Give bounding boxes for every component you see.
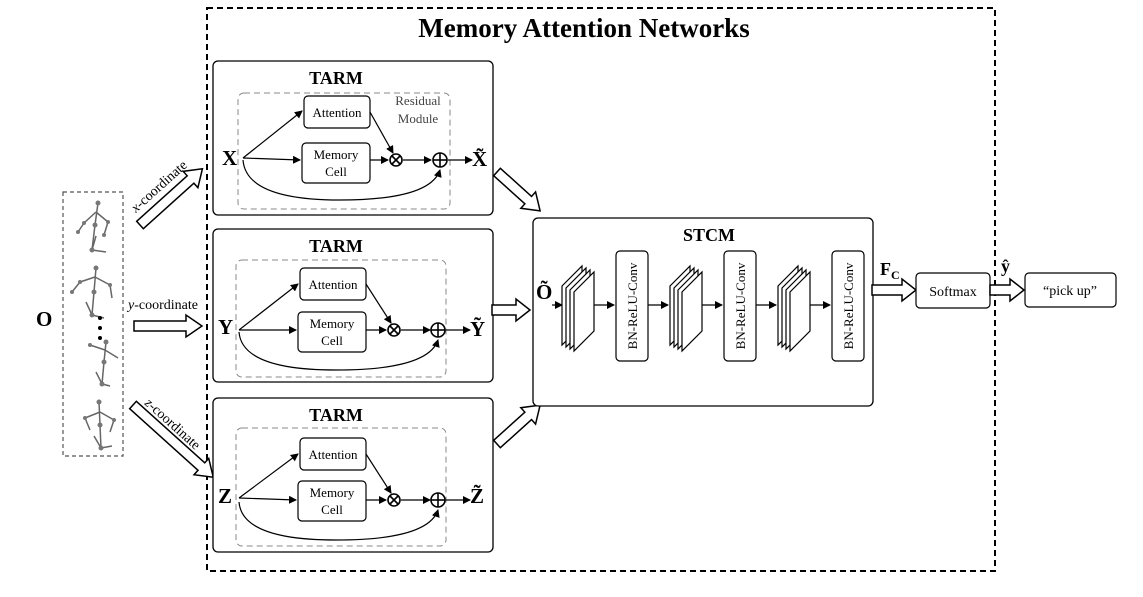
stcm-module: STCM Õ BN-ReLU-Conv BN-ReLU-Conv xyxy=(532,217,874,407)
cell-label: Cell xyxy=(321,502,343,517)
feature-map-stack xyxy=(777,264,811,353)
conv-block-label: BN-ReLU-Conv xyxy=(733,262,748,349)
add-icon xyxy=(430,322,446,338)
attention-label: Attention xyxy=(308,277,358,292)
memory-cell-box xyxy=(297,480,367,522)
skeleton-joints xyxy=(70,200,116,451)
multiply-icon xyxy=(387,493,401,507)
add-icon xyxy=(432,152,448,168)
add-icon xyxy=(430,492,446,508)
tarm-input-z: Z xyxy=(218,484,232,508)
diagram-title: Memory Attention Networks xyxy=(418,13,749,43)
arrow-z-to-stcm xyxy=(492,404,542,449)
stcm-input: Õ xyxy=(536,280,552,304)
fc-label: FC xyxy=(880,259,900,282)
output-label: “pick up” xyxy=(1043,284,1097,299)
memory-cell-box xyxy=(297,311,367,353)
module-label: Module xyxy=(398,111,439,126)
y-hat-label: ŷ xyxy=(1001,256,1010,276)
tarm-title: TARM xyxy=(309,236,363,256)
tarm-module-x: TARM Residual Module X Attention Memory … xyxy=(212,60,494,216)
multiply-icon xyxy=(389,153,403,167)
x-coordinate-arrow xyxy=(135,167,204,230)
feature-map-stack xyxy=(669,264,703,353)
memory-label: Memory xyxy=(314,147,359,162)
tarm-input-x: X xyxy=(222,146,237,170)
softmax-output-arrow xyxy=(989,277,1026,303)
memory-cell-box xyxy=(301,142,371,184)
skeleton-figure xyxy=(71,267,113,319)
man-outer-frame xyxy=(206,7,996,572)
conv-block-3 xyxy=(831,250,865,362)
fc-arrow xyxy=(871,277,918,303)
softmax-label: Softmax xyxy=(929,285,976,300)
tarm-output-z: Z̃ xyxy=(470,484,484,508)
arrow-x-to-stcm xyxy=(492,167,542,212)
z-coordinate-arrow xyxy=(128,400,215,479)
skeleton-sequence-box xyxy=(62,191,124,457)
memory-label: Memory xyxy=(310,316,355,331)
attention-label: Attention xyxy=(312,105,362,120)
attention-label: Attention xyxy=(308,447,358,462)
stcm-title: STCM xyxy=(683,225,735,245)
conv-block-label: BN-ReLU-Conv xyxy=(625,262,640,349)
conv-block-label: BN-ReLU-Conv xyxy=(841,262,856,349)
arrow-y-to-stcm xyxy=(491,297,532,323)
conv-block-2 xyxy=(723,250,757,362)
memory-label: Memory xyxy=(310,485,355,500)
input-symbol: O xyxy=(36,307,52,331)
residual-label: Residual xyxy=(395,93,441,108)
tarm-module-y: TARM Y Attention Memory Cell Ỹ xyxy=(212,228,494,383)
y-coordinate-label: y-coordinate xyxy=(126,298,198,313)
multiply-icon xyxy=(387,323,401,337)
tarm-title: TARM xyxy=(309,68,363,88)
tarm-output-y: Ỹ xyxy=(470,317,485,341)
conv-block-1 xyxy=(615,250,649,362)
tarm-title: TARM xyxy=(309,405,363,425)
tarm-output-x: X̃ xyxy=(472,147,487,171)
output-box xyxy=(1024,272,1117,308)
cell-label: Cell xyxy=(325,164,347,179)
residual-module-box xyxy=(235,427,447,547)
feature-map-stack xyxy=(561,264,595,353)
residual-module-box xyxy=(235,259,447,378)
y-coordinate-arrow xyxy=(133,313,204,339)
tarm-module-z: TARM Z Attention Memory Cell Z̃ xyxy=(212,397,494,553)
residual-module-box xyxy=(237,92,451,210)
ellipsis-dots xyxy=(98,316,102,340)
tarm-input-y: Y xyxy=(218,315,233,339)
cell-label: Cell xyxy=(321,333,343,348)
